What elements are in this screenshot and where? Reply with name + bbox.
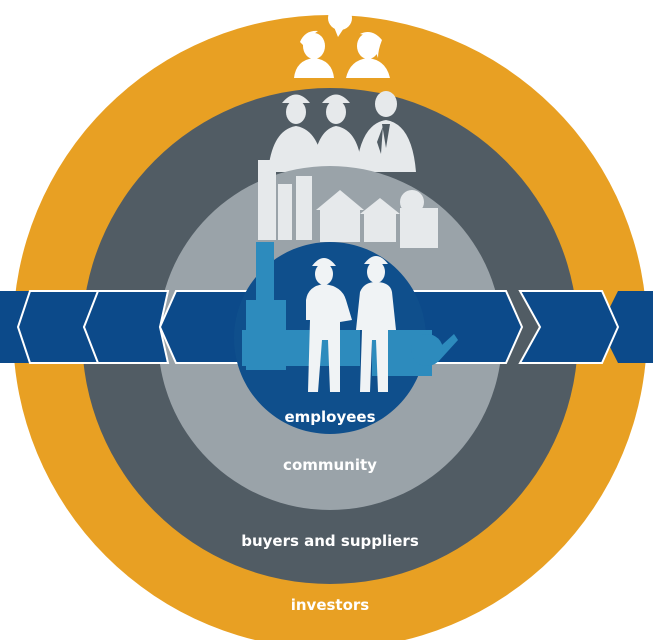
employees-label: employees [284,408,375,426]
machinery-icon [242,242,458,376]
manager-tie [377,124,390,154]
workers-and-manager-icon [268,91,416,172]
diamond-band-right [518,290,620,364]
town-buildings-icon [258,160,438,248]
buyers-and-suppliers-label: buyers and suppliers [241,532,419,550]
two-workers-icon [306,256,396,392]
people-talking-icon [294,6,390,78]
investors-label: investors [291,596,370,614]
central-band [82,290,170,364]
community-label: community [283,456,377,474]
right-arrow-icon [600,291,653,363]
